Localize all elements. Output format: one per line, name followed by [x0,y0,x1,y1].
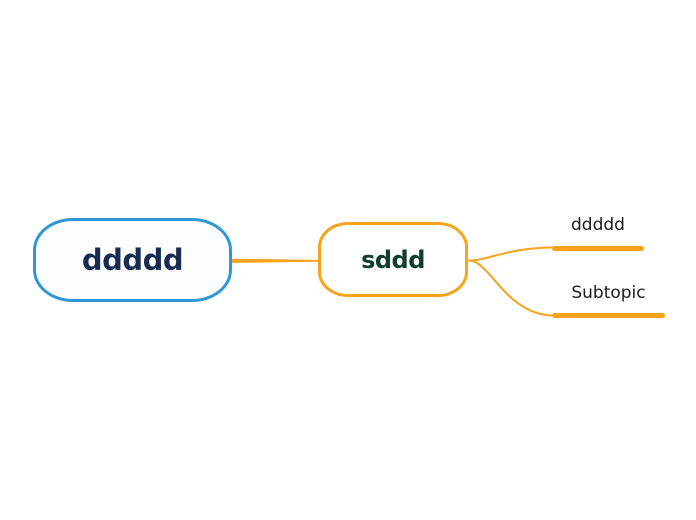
child-node-label: sddd [361,245,425,274]
root-node[interactable]: ddddd [33,218,232,302]
subtopic-node-2[interactable]: Subtopic [552,282,665,318]
subtopic-2-label: Subtopic [571,283,646,303]
subtopic-2-underline [552,313,665,318]
connector-child-to-subtopic-2 [468,259,555,317]
root-node-label: ddddd [81,243,184,277]
subtopic-1-underline [552,246,644,251]
subtopic-node-1[interactable]: ddddd [552,214,644,251]
connector-child-to-subtopic-1 [468,246,555,262]
connector-root-to-child [231,258,318,263]
subtopic-1-label: ddddd [571,215,625,235]
child-node[interactable]: sddd [318,222,468,297]
